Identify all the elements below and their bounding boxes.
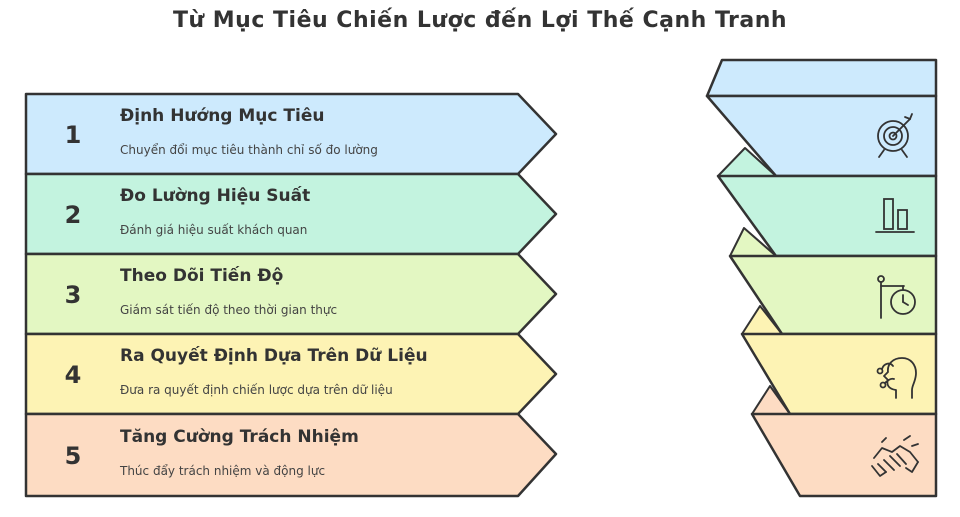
step-number-5: 5 (64, 442, 82, 470)
decision-head-icon (876, 357, 917, 399)
step-title-2: Đo Lường Hiệu Suất (120, 186, 311, 206)
step-title-5: Tăng Cường Trách Nhiệm (120, 427, 359, 447)
step-title-3: Theo Dõi Tiến Độ (120, 266, 284, 286)
step-row-1: Định Hướng Mục Tiêu Chuyển đổi mục tiêu … (120, 106, 540, 157)
step-number-1: 1 (64, 121, 82, 149)
step-number-2: 2 (64, 201, 82, 229)
arrow-banner-3 (24, 252, 558, 336)
bar-chart-icon (875, 198, 915, 233)
step-title-4: Ra Quyết Định Dựa Trên Dữ Liệu (120, 346, 428, 366)
step-title-1: Định Hướng Mục Tiêu (120, 106, 325, 126)
step-row-5: Tăng Cường Trách Nhiệm Thúc đẩy trách nh… (120, 427, 540, 478)
step-number-3: 3 (64, 281, 82, 309)
step-description-1: Chuyển đổi mục tiêu thành chỉ số đo lườn… (120, 143, 378, 157)
step-row-3: Theo Dõi Tiến Độ Giám sát tiến độ theo t… (120, 266, 540, 317)
step-description-4: Đưa ra quyết định chiến lược dựa trên dữ… (120, 383, 393, 397)
arrow-banner-1 (24, 92, 558, 176)
arrow-banner-5 (24, 412, 558, 498)
step-description-5: Thúc đẩy trách nhiệm và động lực (120, 464, 326, 478)
ribbon-segment-5 (750, 412, 938, 498)
step-row-2: Đo Lường Hiệu Suất Đánh giá hiệu suất kh… (120, 186, 540, 237)
step-description-3: Giám sát tiến độ theo thời gian thực (120, 303, 338, 317)
step-number-4: 4 (64, 361, 82, 389)
target-icon (877, 113, 913, 158)
step-row-4: Ra Quyết Định Dựa Trên Dữ Liệu Đưa ra qu… (120, 346, 540, 397)
step-description-2: Đánh giá hiệu suất khách quan (120, 223, 308, 237)
handshake-icon (871, 435, 919, 477)
arrow-banner-4 (24, 332, 558, 416)
timer-icon (877, 275, 916, 319)
ribbon-flap-1 (705, 58, 938, 98)
page-title: Từ Mục Tiêu Chiến Lược đến Lợi Thế Cạnh … (172, 8, 788, 33)
arrow-banner-2 (24, 172, 558, 256)
